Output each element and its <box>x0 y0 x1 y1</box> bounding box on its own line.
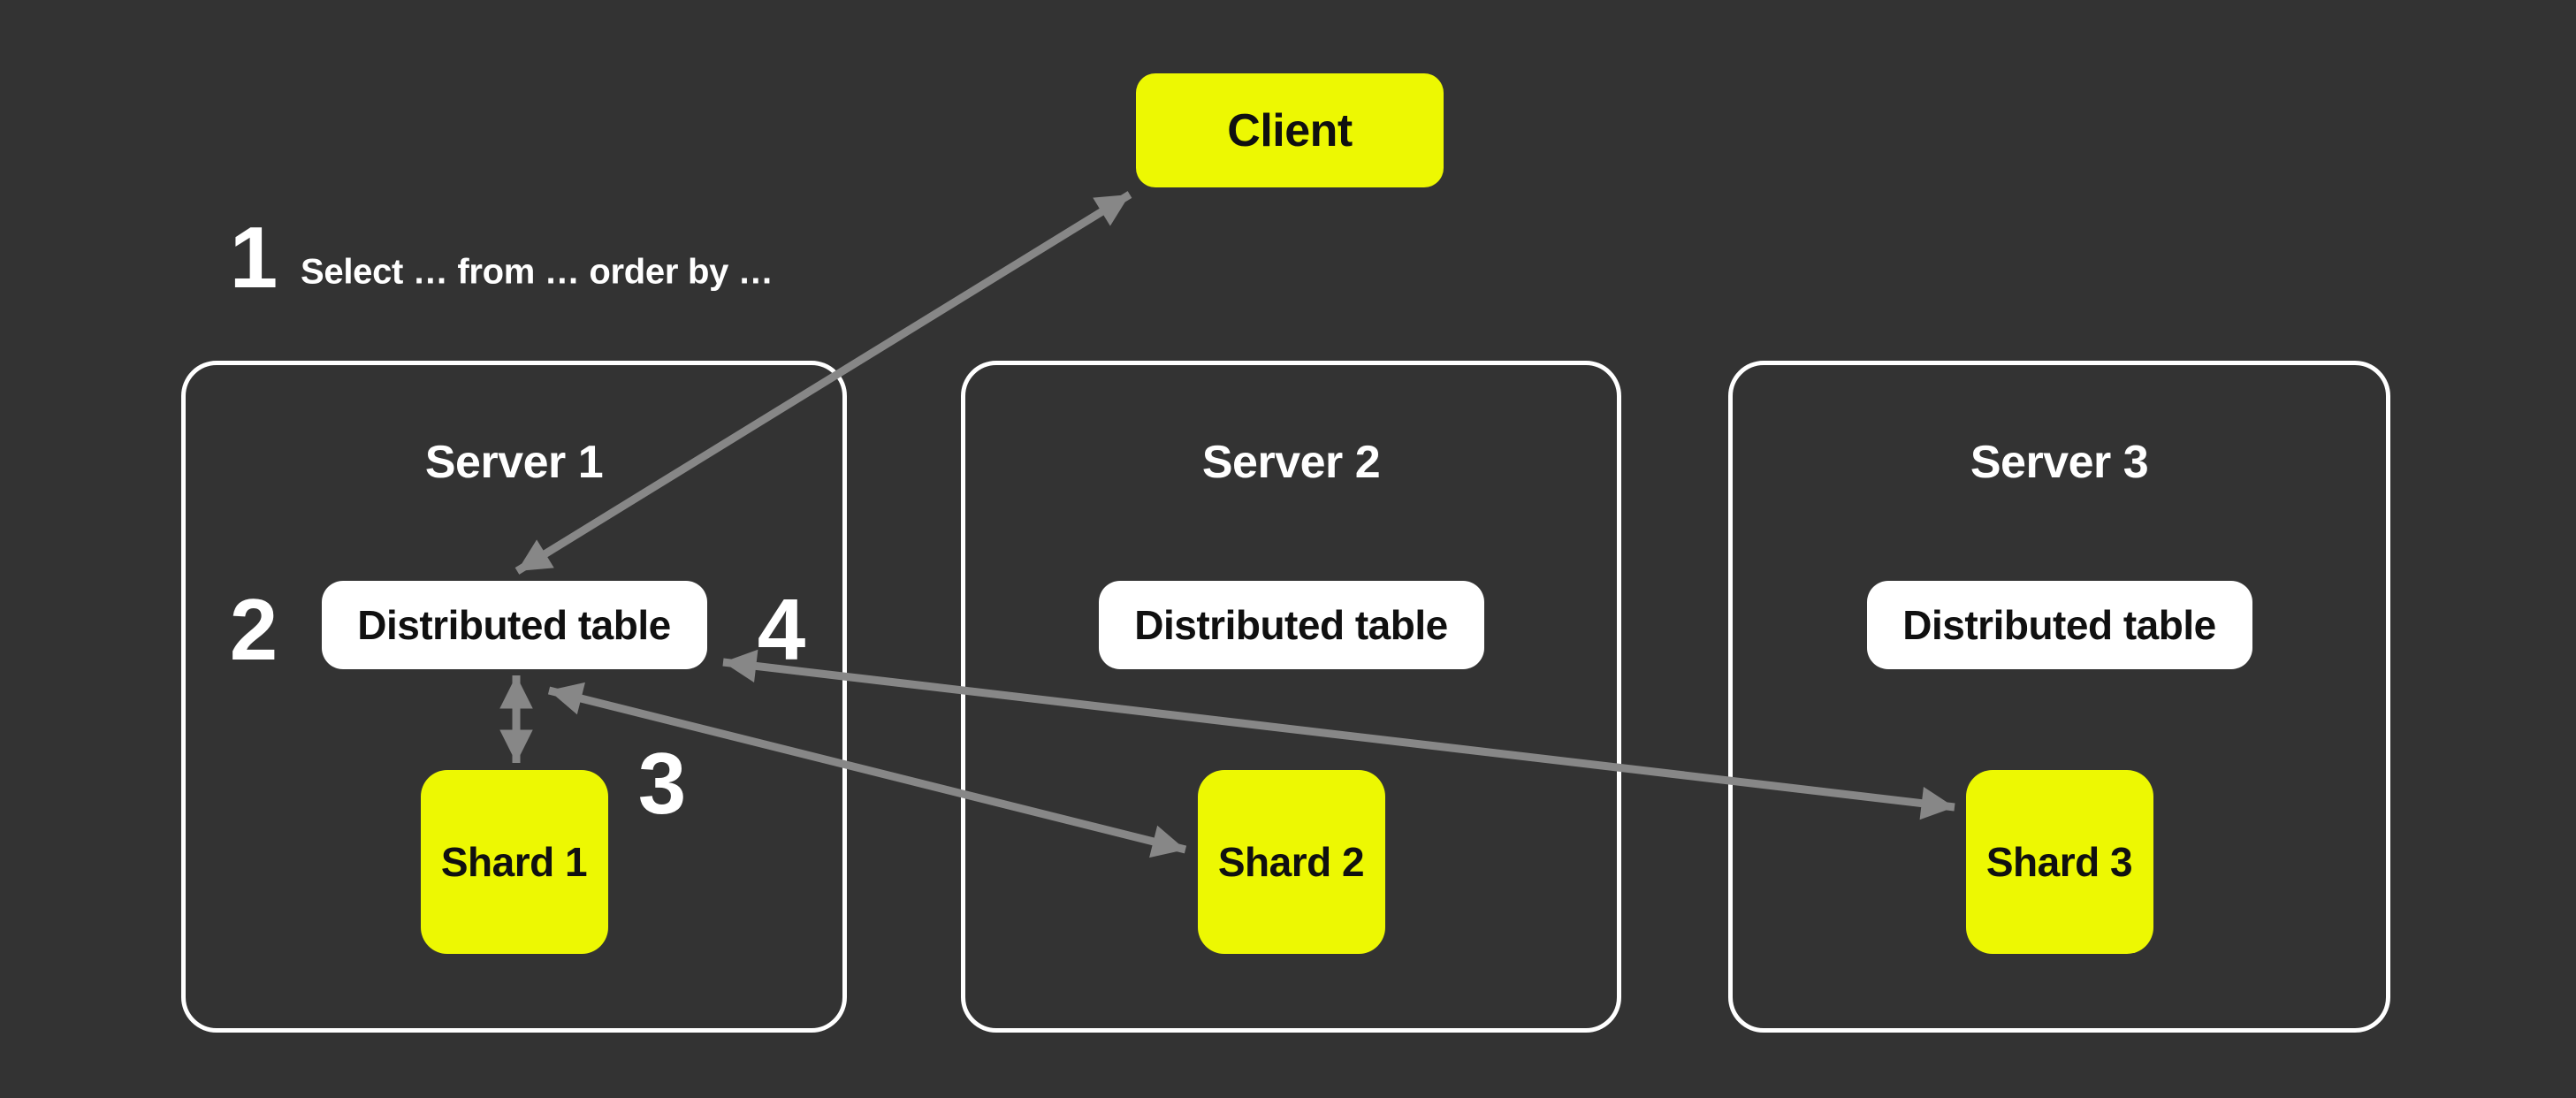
step-4-number: 4 <box>757 581 806 678</box>
step-1-query-text: Select … from … order by … <box>301 252 774 292</box>
step-2-number: 2 <box>229 581 278 678</box>
step-1-number: 1 <box>229 209 278 306</box>
server-2-box: Server 2 Distributed table Shard 2 <box>961 361 1621 1033</box>
server-3-box: Server 3 Distributed table Shard 3 <box>1728 361 2390 1033</box>
server-3-shard: Shard 3 <box>1965 770 2153 954</box>
server-1-title: Server 1 <box>424 437 604 488</box>
server-1-shard: Shard 1 <box>420 770 608 954</box>
step-3-number: 3 <box>637 735 687 832</box>
server-3-distributed-table: Distributed table <box>1866 581 2252 669</box>
server-1-box: Server 1 Distributed table Shard 1 <box>181 361 847 1033</box>
server-2-distributed-table: Distributed table <box>1098 581 1484 669</box>
server-2-shard: Shard 2 <box>1197 770 1385 954</box>
server-3-title: Server 3 <box>1970 437 2149 488</box>
server-2-title: Server 2 <box>1201 437 1381 488</box>
server-1-distributed-table: Distributed table <box>321 581 707 669</box>
client-box: Client <box>1136 73 1444 187</box>
